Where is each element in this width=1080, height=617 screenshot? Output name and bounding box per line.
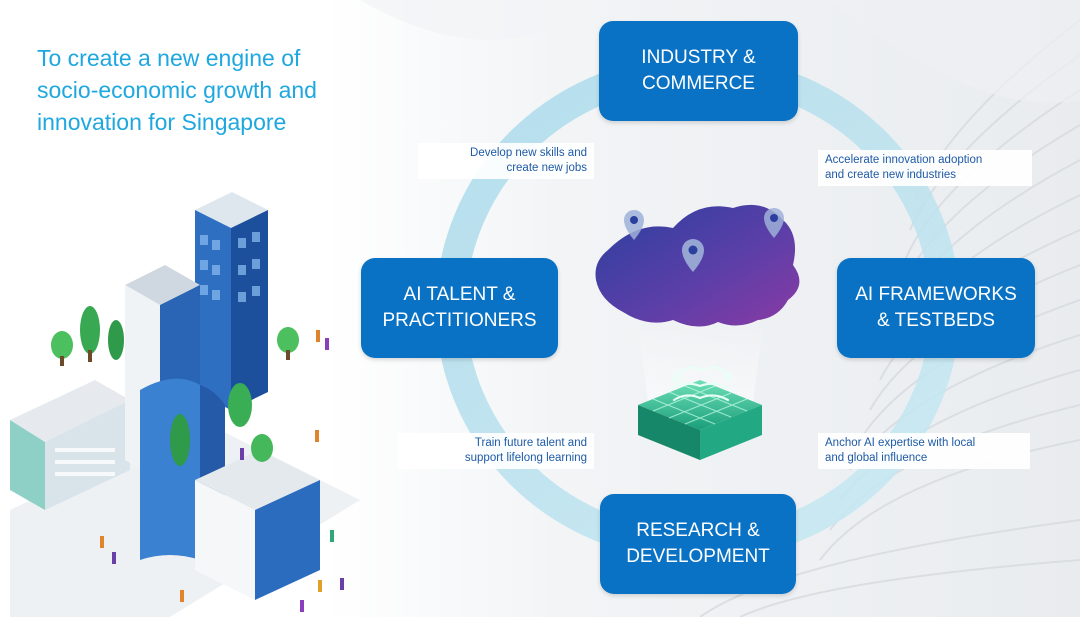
- pillar-ai-talent-practitioners: AI TALENT & PRACTITIONERS: [361, 258, 558, 358]
- note-future-talent: Train future talent and support lifelong…: [398, 433, 594, 469]
- note-ai-expertise: Anchor AI expertise with local and globa…: [818, 433, 1030, 469]
- pillar-industry-commerce: INDUSTRY & COMMERCE: [599, 21, 798, 121]
- city-illustration: [0, 180, 360, 617]
- note-innovation-adoption: Accelerate innovation adoption and creat…: [818, 150, 1032, 186]
- singapore-map-icon: [578, 190, 824, 470]
- pillar-research-development: RESEARCH & DEVELOPMENT: [600, 494, 796, 594]
- pillar-ai-frameworks-testbeds: AI FRAMEWORKS & TESTBEDS: [837, 258, 1035, 358]
- note-new-skills-jobs: Develop new skills and create new jobs: [418, 143, 594, 179]
